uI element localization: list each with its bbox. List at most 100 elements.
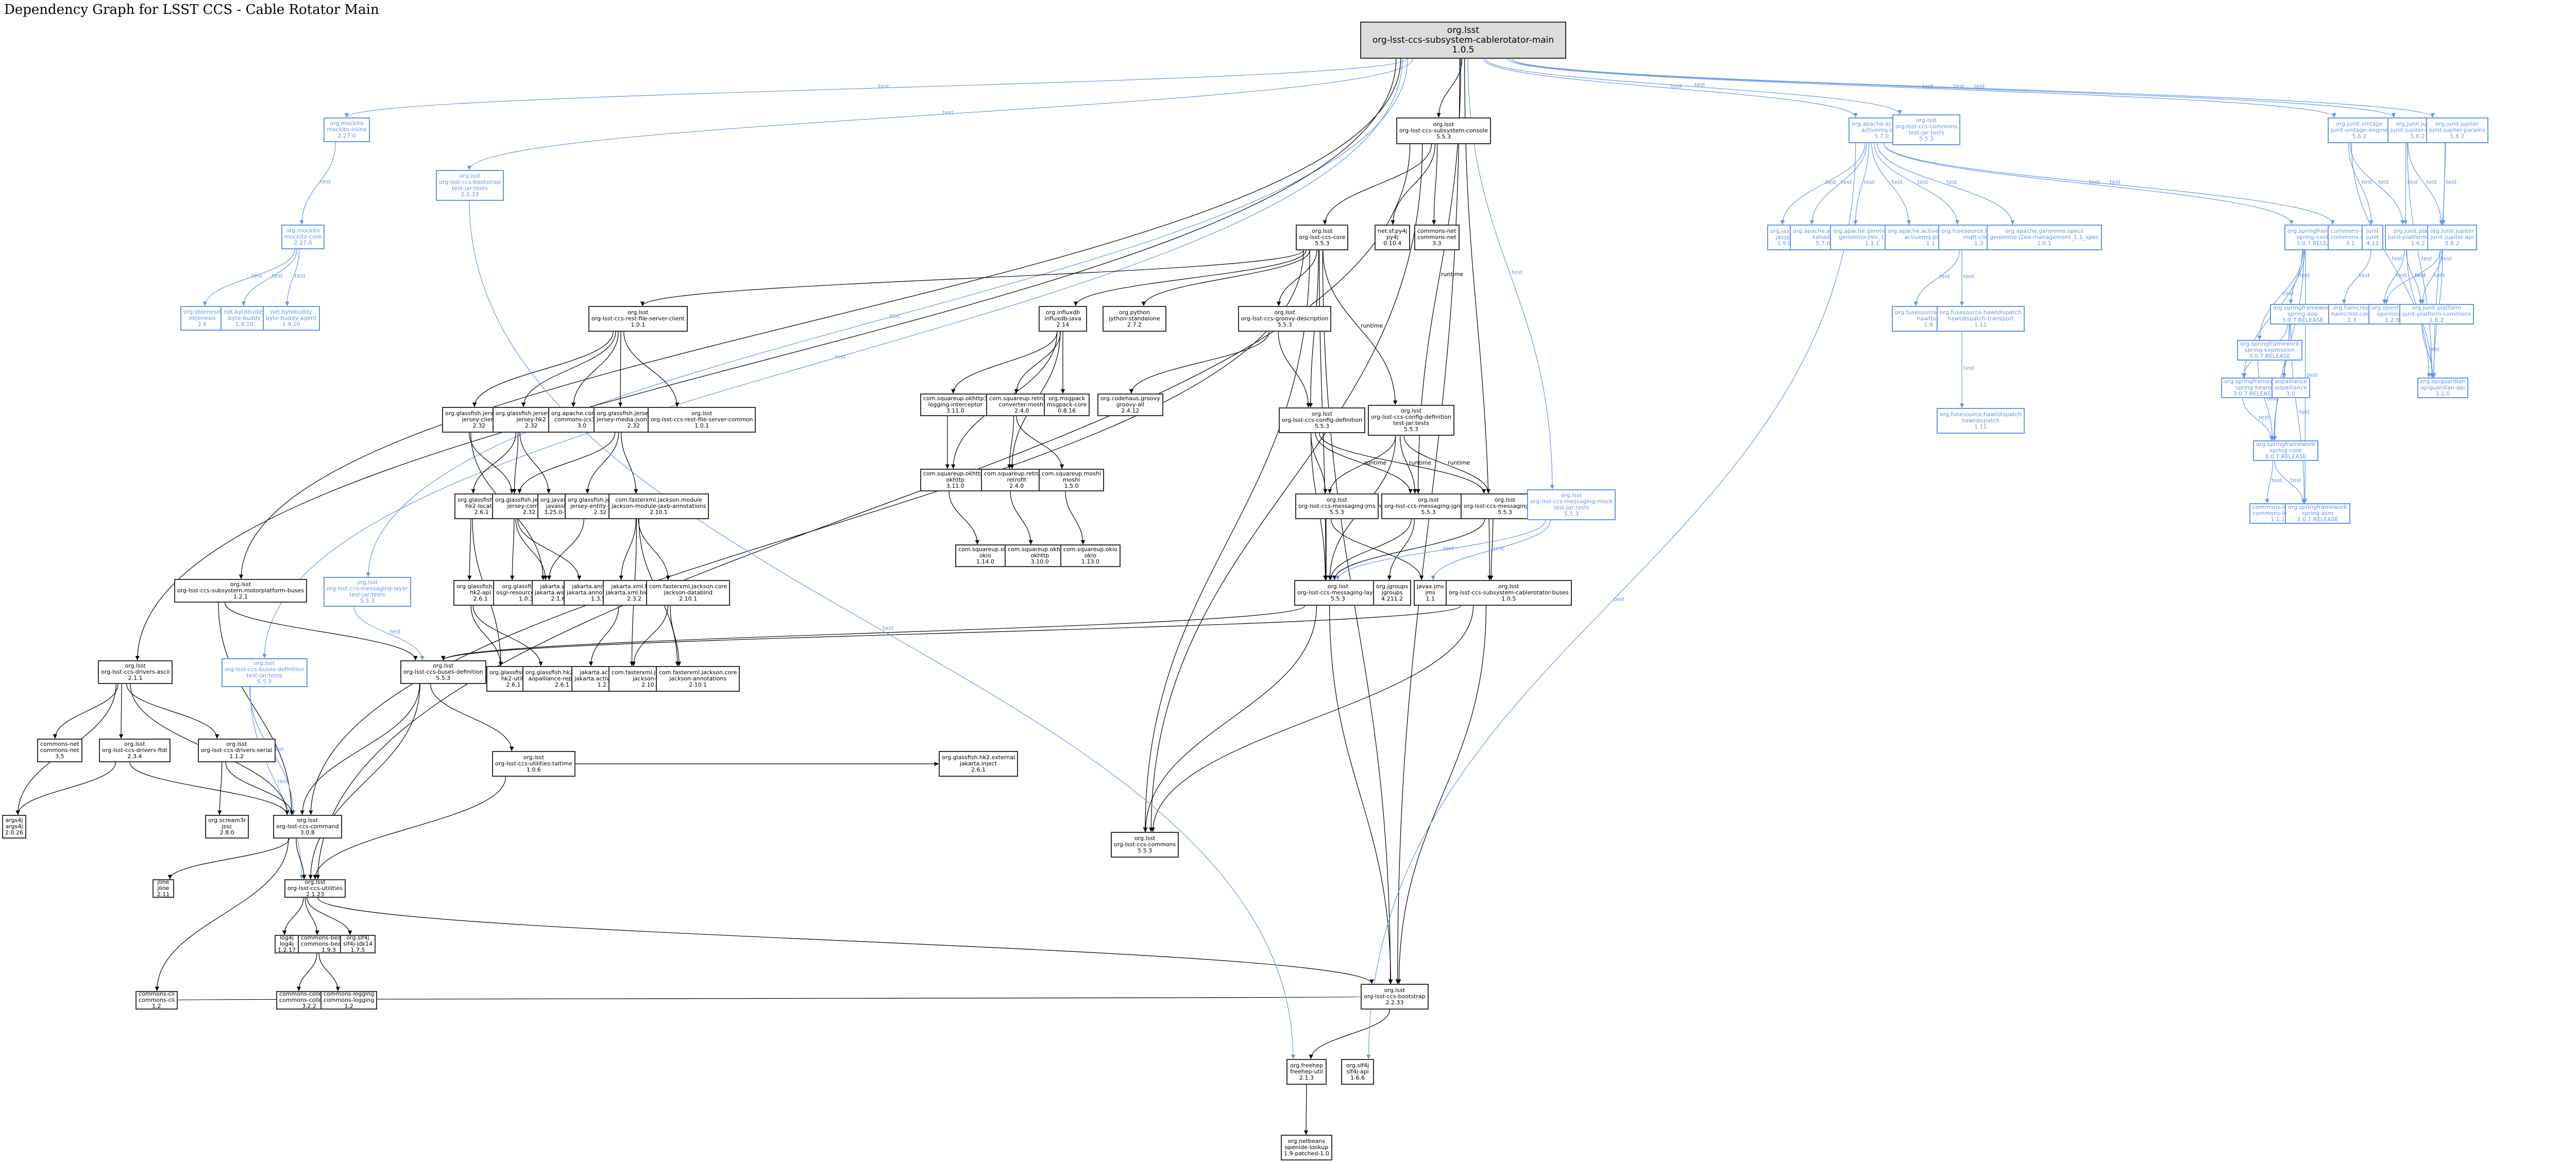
version: 5.6.2 <box>2410 133 2425 140</box>
edge-root-to-activemq-core <box>1483 58 1858 118</box>
version: 5.5.3 <box>1498 509 1513 516</box>
version: 1.9.10 <box>235 321 253 328</box>
edge-spring-context-to-spring-aop <box>2289 250 2306 304</box>
edge-msg-mock-to-msg-layer <box>1332 519 1485 580</box>
group-id: org.springframework <box>2224 378 2284 385</box>
edge-influxdb-to-converter-moshi <box>1014 331 1061 394</box>
edge-buses-def-to-utilities <box>308 683 420 880</box>
group-id: org.lsst <box>1561 492 1582 499</box>
edge-scope-label: test <box>889 313 901 319</box>
version: 5.5.3 <box>360 597 375 604</box>
edge-root-to-vintage <box>1507 58 2336 118</box>
edge-scope-label: runtime <box>1361 322 1383 329</box>
edge-freehep-to-openide <box>1303 1084 1309 1135</box>
version: 1.11 <box>1974 423 1987 430</box>
group-id: org.lsst <box>1418 497 1439 503</box>
group-id: org.lsst <box>254 660 275 667</box>
edge-config-def-to-msg-jms <box>1310 433 1328 494</box>
edge-buses-def-to-taitime <box>430 683 514 751</box>
edge-config-def-to-msg-jgroups <box>1315 433 1413 494</box>
group-id: commons-cli <box>139 990 175 997</box>
version: 1.13.0 <box>1081 558 1099 565</box>
group-id: org.lsst <box>691 410 713 417</box>
artifact-id: org-lsst-ccs-commons <box>1114 841 1176 848</box>
edge-activemq-core-to-slf4j-api <box>1366 143 1856 1060</box>
edge-activemq-core-to-kahadb <box>1809 143 1867 225</box>
